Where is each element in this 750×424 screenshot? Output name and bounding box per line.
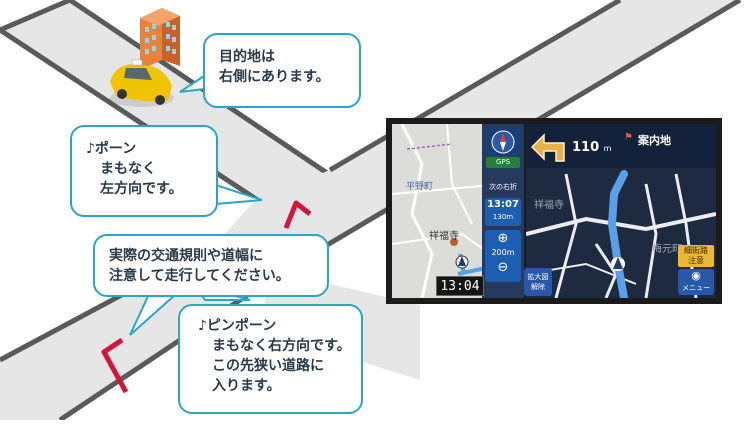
speech-bubble-left-turn: ♪ポーン まもなく 左方向です。 — [70, 125, 218, 217]
map-label-shofukuji-detail: 祥福寺 — [534, 200, 564, 211]
zoom-in-icon[interactable]: ⊕ — [497, 231, 509, 246]
bubble-text-line: 右側にあります。 — [219, 69, 330, 85]
destination-building-icon — [140, 8, 180, 70]
compass-icon[interactable] — [486, 128, 520, 156]
speech-bubble-destination: 目的地は 右側にあります。 — [203, 33, 361, 108]
bubble-text-line: まもなく — [100, 161, 156, 177]
road-long-edge-top — [328, 0, 622, 173]
button-label-line: 解除 — [531, 283, 545, 291]
menu-label: メニュー — [682, 284, 710, 292]
flag-icon: ⚑ — [624, 132, 633, 143]
menu-icon: ◉ — [691, 269, 701, 282]
car-navigation-screen: 平野町 祥福寺 GPS 次の右折 13:07 130m ⊕ 200m ⊖ — [386, 118, 722, 304]
zoom-control: ⊕ 200m ⊖ — [485, 230, 521, 282]
speech-bubble-caution: 実際の交通規則や道幅に 注意して走行してください。 — [93, 234, 329, 297]
nav-side-panel: GPS 次の右折 13:07 130m ⊕ 200m ⊖ — [482, 124, 524, 298]
map-label-heiyacho: 平野町 — [406, 182, 434, 192]
badge-line: 細街路 — [684, 246, 708, 255]
speech-bubble-right-turn: ♪ピンポーン まもなく右方向です。 この先狭い道路に 入ります。 — [178, 304, 363, 414]
narrow-street-warning-badge: 細街路 注意 — [678, 245, 714, 267]
route-arrow-right-turn — [101, 337, 129, 394]
eta-distance: 130m — [492, 213, 514, 221]
route-arrow-left-turn — [283, 200, 312, 229]
info-point-label: 案内地 — [638, 134, 671, 147]
badge-line: 注意 — [688, 256, 704, 265]
map-label-umemotocho: 梅元町 — [652, 244, 682, 255]
bubble-text-line: ♪ポーン — [86, 141, 137, 157]
clock-display: 13:04 — [436, 276, 484, 296]
bubble-text-line: 目的地は — [219, 49, 275, 65]
turn-distance-unit: m — [603, 144, 612, 153]
cancel-enlarged-view-button[interactable]: 拡大図 解除 — [524, 268, 552, 296]
turn-distance-value: 110 — [572, 140, 600, 155]
taxi-car-icon — [110, 59, 174, 107]
bubble-text-line: 入ります。 — [212, 378, 281, 394]
gps-badge: GPS — [486, 157, 520, 168]
bubble-text-line: ♪ピンポーン — [198, 318, 277, 334]
turn-distance: 110 m — [572, 140, 611, 155]
turn-guidance-bar: 110 m ⚑ 案内地 — [526, 124, 716, 168]
bubble-text-line: 注意して走行してください。 — [109, 268, 290, 284]
bubble-text-line: 左方向です。 — [100, 181, 183, 197]
turn-left-arrow-icon — [530, 133, 565, 162]
bubble-text-line: まもなく右方向です。 — [212, 338, 351, 354]
eta-time: 13:07 — [487, 199, 519, 210]
bubble-text-line: 実際の交通規則や道幅に — [109, 248, 263, 264]
next-intersection-label: 次の右折 — [489, 183, 517, 191]
zoom-scale: 200m — [491, 248, 515, 257]
button-label-line: 拡大図 — [527, 273, 549, 281]
map-label-shofukuji: 祥福寺 — [429, 231, 459, 242]
zoom-out-icon[interactable]: ⊖ — [497, 260, 509, 275]
eta-box: 13:07 130m — [485, 198, 521, 226]
menu-button[interactable]: ◉ メニュー — [678, 269, 714, 295]
bubble-text-line: この先狭い道路に — [212, 358, 324, 374]
